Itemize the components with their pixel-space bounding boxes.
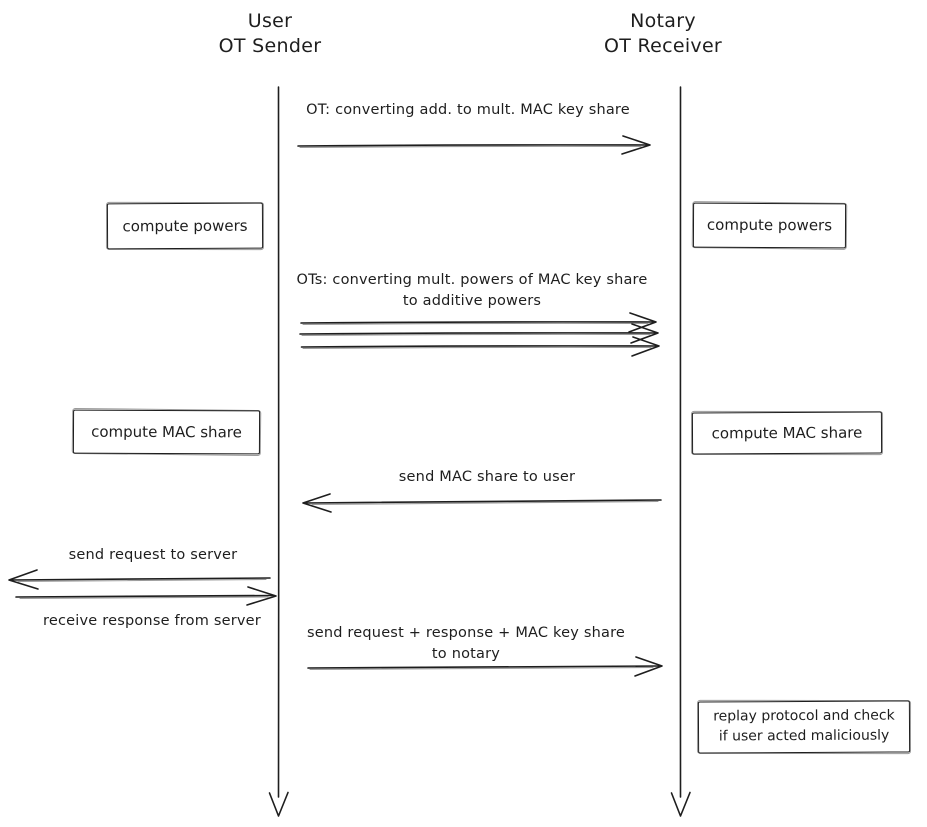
arrow-ots-convert-3-arrowhead <box>631 336 660 357</box>
box-user-compute-powers-label: compute powers <box>122 216 248 235</box>
arrow-send-request-stroke2 <box>17 578 267 583</box>
label-send-request: send request to server <box>68 547 238 563</box>
actor-user-name: User <box>247 10 293 32</box>
arrow-send-to-notary <box>307 665 661 669</box>
arrow-ots-convert-3-stroke2 <box>302 346 652 350</box>
box-notary-compute-mac-share-label: compute MAC share <box>711 423 863 442</box>
arrow-ot-convert <box>297 144 648 147</box>
box-notary-replay-line1: replay protocol and check <box>713 707 895 725</box>
arrow-ots-convert-1 <box>300 321 655 324</box>
label-ot-convert: OT: converting add. to mult. MAC key sha… <box>306 102 630 118</box>
notary-lifeline-arrowhead <box>670 791 691 817</box>
arrow-ots-convert-2 <box>299 332 657 335</box>
actor-notary-name: Notary <box>630 10 696 32</box>
arrow-ots-convert-1-arrowhead <box>628 312 657 333</box>
box-user-compute-mac-share-label: compute MAC share <box>91 422 242 441</box>
arrow-ots-convert-1-stroke2 <box>302 322 649 326</box>
actor-notary-role: OT Receiver <box>603 34 723 57</box>
label-ots-convert-line1: OTs: converting mult. powers of MAC key … <box>296 272 648 288</box>
arrow-ots-convert-2-stroke2 <box>301 333 651 337</box>
actor-user: User OT Sender <box>219 9 322 58</box>
arrow-send-mac-share-arrowhead <box>302 493 332 513</box>
box-notary-compute-powers: compute powers <box>692 202 847 249</box>
label-send-mac-share: send MAC share to user <box>398 469 576 485</box>
label-send-to-notary: send request + response + MAC key share … <box>307 623 625 665</box>
box-notary-compute-powers-label: compute powers <box>706 215 833 235</box>
label-ots-convert: OTs: converting mult. powers of MAC key … <box>296 270 647 312</box>
arrow-send-mac-share-stroke2 <box>311 500 659 506</box>
box-user-compute-mac-share: compute MAC share <box>72 409 261 455</box>
label-send-to-notary-line2: to notary <box>431 646 501 663</box>
box-user-compute-powers: compute powers <box>106 202 264 250</box>
user-lifeline-arrowhead <box>268 791 289 817</box>
label-receive-response: receive response from server <box>43 613 261 629</box>
arrow-send-to-notary-arrowhead <box>634 656 663 677</box>
label-ots-convert-line2: to additive powers <box>402 293 542 310</box>
arrow-send-request-arrowhead <box>8 569 39 590</box>
box-notary-replay: replay protocol and check if user acted … <box>697 700 911 754</box>
label-send-to-notary-line1: send request + response + MAC key share <box>306 625 626 641</box>
arrow-receive-response-arrowhead <box>246 586 277 606</box>
box-notary-replay-line2: if user acted maliciously <box>718 727 890 745</box>
arrow-send-request <box>10 577 271 581</box>
arrow-ot-convert-stroke2 <box>299 145 642 149</box>
arrow-receive-response <box>15 594 275 598</box>
arrow-ots-convert-3 <box>300 345 658 348</box>
box-notary-compute-mac-share: compute MAC share <box>691 411 883 455</box>
arrow-send-to-notary-stroke2 <box>309 666 654 671</box>
arrow-receive-response-stroke2 <box>19 596 269 600</box>
actor-user-role: OT Sender <box>218 34 322 57</box>
actor-notary: Notary OT Receiver <box>604 9 722 58</box>
arrow-send-mac-share <box>304 499 662 504</box>
arrow-ot-convert-arrowhead <box>621 135 651 155</box>
